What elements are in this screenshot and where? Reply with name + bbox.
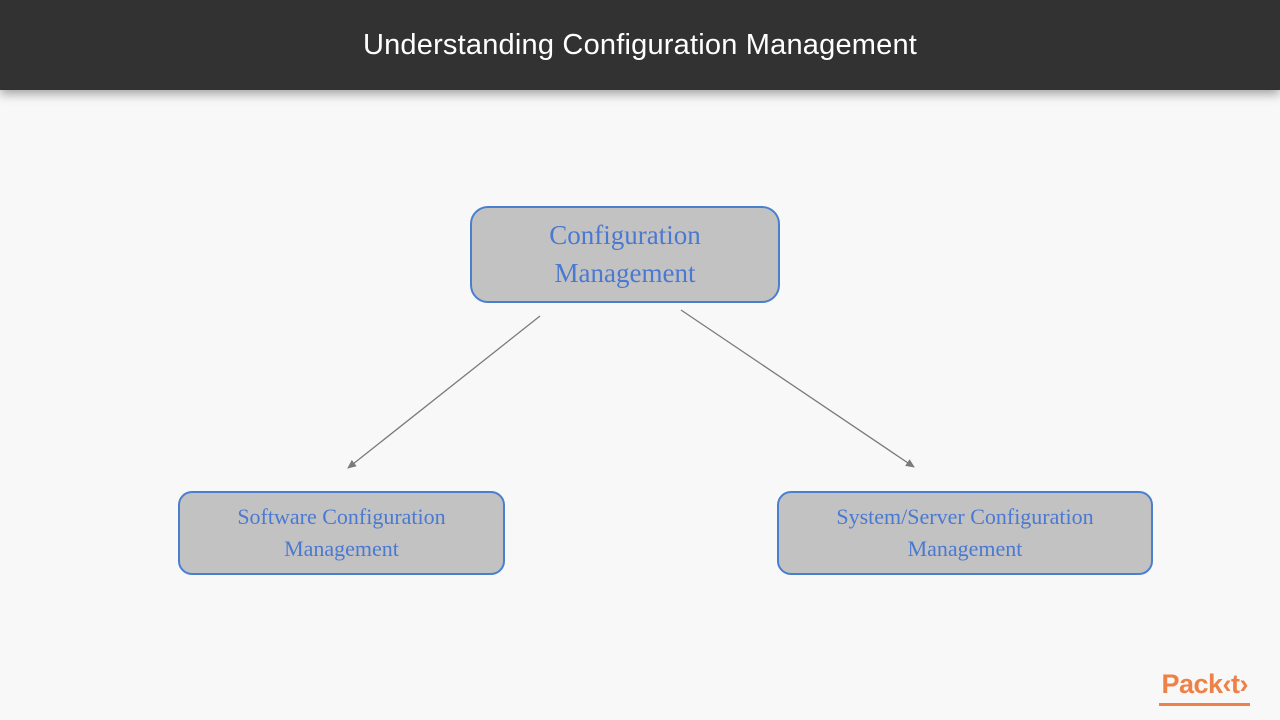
slide-title: Understanding Configuration Management <box>362 28 918 61</box>
node-software-configuration-management-label: Software Configuration Management <box>237 504 446 561</box>
node-software-configuration-management: Software Configuration Management <box>178 491 505 575</box>
packt-logo-text: Pack‹t› <box>1159 670 1250 706</box>
node-system-server-configuration-management-label: System/Server Configuration Management <box>836 504 1094 561</box>
node-configuration-management-label: Configuration Management <box>549 219 701 288</box>
node-configuration-management: Configuration Management <box>470 206 780 303</box>
node-system-server-configuration-management: System/Server Configuration Management <box>777 491 1153 575</box>
title-bar: Understanding Configuration Management <box>0 0 1280 90</box>
arrow-to-software-configuration-management <box>347 315 541 469</box>
packt-logo: Pack‹t› <box>1159 670 1250 706</box>
arrow-to-system-server-configuration-management <box>680 309 915 468</box>
